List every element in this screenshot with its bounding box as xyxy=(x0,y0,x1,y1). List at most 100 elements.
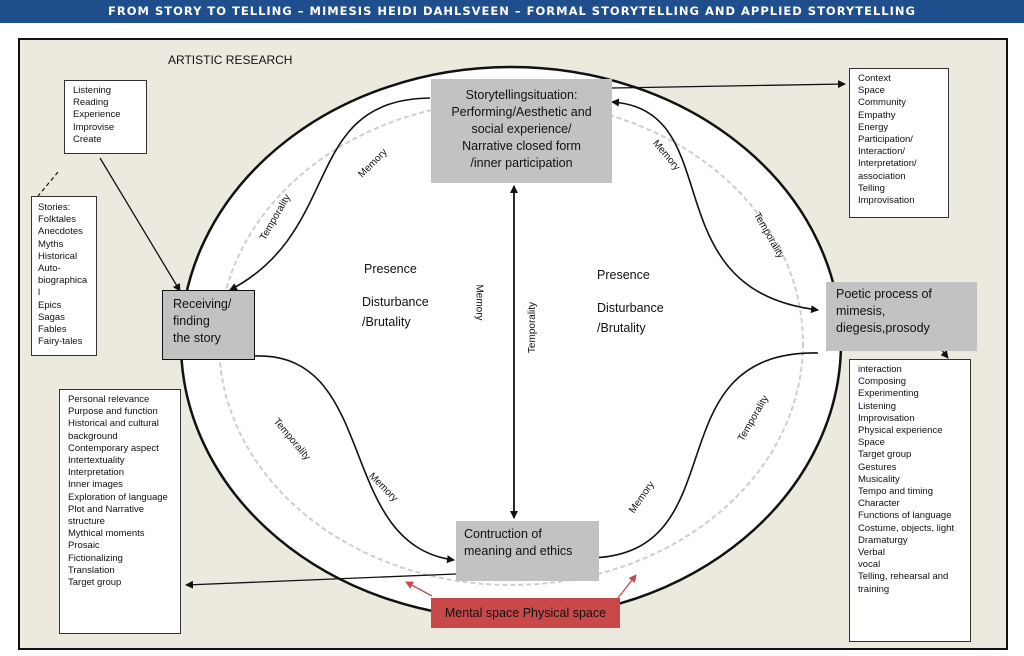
construction-line: meaning and ethics xyxy=(464,544,573,558)
arrow-situation-to-poetic xyxy=(611,98,819,314)
interaction-line: interaction xyxy=(858,364,902,375)
arrow-poetic-to-construction xyxy=(589,352,819,562)
artistic-research-label: ARTISTIC RESEARCH xyxy=(168,53,293,67)
personal-line: structure xyxy=(68,516,105,528)
personal-line: Contemporary aspect xyxy=(68,442,159,454)
personal-line: background xyxy=(68,430,118,442)
personal-line: Interpretation xyxy=(68,467,124,479)
stories-line: Anecdotes xyxy=(38,226,83,238)
stories-line: l xyxy=(38,287,41,299)
context-line: Participation/ xyxy=(858,134,913,146)
disturbance-right: Disturbance xyxy=(597,301,664,315)
context-line: Telling xyxy=(858,182,885,194)
stories-line: Stories: xyxy=(38,202,71,213)
stories-line: Historical xyxy=(38,250,78,262)
stories-line: Fables xyxy=(38,324,67,336)
context-line: Context xyxy=(858,73,891,84)
arrow-receiving-to-construction xyxy=(254,355,455,564)
stories-line: Epics xyxy=(38,299,62,311)
brutality-right: /Brutality xyxy=(597,321,646,335)
stories-line: Sagas xyxy=(38,311,65,323)
interaction-line: training xyxy=(858,583,890,595)
context-line: Community xyxy=(858,97,907,109)
context-line: Improvisation xyxy=(858,195,915,207)
construction-box: Contruction of meaning and ethics xyxy=(456,521,599,581)
receiving-line: Receiving/ xyxy=(173,297,232,311)
stories-line: Myths xyxy=(38,238,64,250)
context-line: Space xyxy=(858,85,885,97)
arrow-situation-to-context xyxy=(611,80,846,89)
personal-line: Intertextuality xyxy=(68,455,125,467)
situation-line: Narrative closed form xyxy=(462,139,581,153)
stories-line: biographica xyxy=(38,275,88,287)
presence-right: Presence xyxy=(597,268,650,282)
banner-title: FROM STORY TO TELLING – MIMESIS HEIDI DA… xyxy=(0,0,1024,23)
poetic-line: diegesis,prosody xyxy=(836,321,930,335)
personal-line: Historical and cultural xyxy=(68,418,159,430)
interaction-line: Composing xyxy=(858,376,907,388)
brutality-left: /Brutality xyxy=(362,315,411,329)
interaction-line: Gestures xyxy=(858,461,897,473)
storytelling-situation-box: Storytellingsituation:Performing/Aesthet… xyxy=(431,79,612,183)
interaction-line: Experimenting xyxy=(858,388,919,400)
interaction-line: Character xyxy=(858,498,900,510)
stories-line: Fairy-tales xyxy=(38,336,83,348)
personal-line: Plot and Narrative xyxy=(68,503,145,515)
activities-line: Improvise xyxy=(73,121,115,133)
personal-line: Target group xyxy=(68,577,122,589)
poetic-line: mimesis, xyxy=(836,304,886,318)
context-line: Interpretation/ xyxy=(858,158,917,170)
disturbance-left: Disturbance xyxy=(362,295,429,309)
situation-line: /inner participation xyxy=(470,156,573,170)
receiving-line: the story xyxy=(173,331,221,345)
context-line: association xyxy=(858,170,906,182)
personal-line: Mythical moments xyxy=(68,528,145,540)
personal-line: Translation xyxy=(68,564,115,576)
arrow-construction-to-personal xyxy=(185,573,457,589)
memory-label-center: Memory xyxy=(473,284,485,321)
personal-line: Personal relevance xyxy=(68,394,150,405)
interaction-line: Musicality xyxy=(858,473,900,485)
receiving-box: Receiving/finding the story xyxy=(162,290,255,360)
interaction-line: Tempo and timing xyxy=(858,486,933,498)
personal-line: Exploration of language xyxy=(68,491,168,503)
activities-line: Listening xyxy=(73,85,112,96)
stories-line: Folktales xyxy=(38,214,77,226)
activities-line: Experience xyxy=(73,109,121,121)
personal-line: Fictionalizing xyxy=(68,552,123,564)
interaction-line: Functions of language xyxy=(858,510,952,522)
interaction-line: Costume, objects, light xyxy=(858,522,955,534)
interaction-line: Telling, rehearsal and xyxy=(858,571,949,583)
interaction-line: Listening xyxy=(858,400,897,412)
poetic-line: Poetic process of xyxy=(836,287,932,301)
red-arrow-right xyxy=(617,574,637,599)
interaction-line: Improvisation xyxy=(858,412,915,424)
presence-left: Presence xyxy=(364,262,417,276)
interaction-line: Dramaturgy xyxy=(858,534,908,546)
personal-line: Prosaic xyxy=(68,540,100,552)
interaction-line: Physical experience xyxy=(858,425,943,437)
mental-physical-space-box: Mental space Physical space xyxy=(431,598,620,628)
activities-line: Create xyxy=(73,133,102,145)
personal-line: Purpose and function xyxy=(68,406,158,418)
construction-line: Contruction of xyxy=(464,527,542,541)
interaction-line: Verbal xyxy=(858,547,885,559)
poetic-process-box: Poetic process of mimesis, diegesis,prosod… xyxy=(826,282,977,351)
situation-line: social experience/ xyxy=(471,122,572,136)
stories-line: Auto- xyxy=(38,263,61,275)
interaction-line: vocal xyxy=(858,559,881,571)
receiving-line: finding xyxy=(173,314,210,328)
interaction-line: Target group xyxy=(858,449,912,461)
context-line: Empathy xyxy=(858,109,896,121)
context-line: Interaction/ xyxy=(858,146,905,158)
interaction-line: Space xyxy=(858,437,885,449)
red-arrow-left xyxy=(405,581,433,597)
arrow-activities-to-receiving xyxy=(99,157,181,292)
activities-line: Reading xyxy=(73,97,109,109)
temporality-label-center: Temporality xyxy=(527,301,539,354)
